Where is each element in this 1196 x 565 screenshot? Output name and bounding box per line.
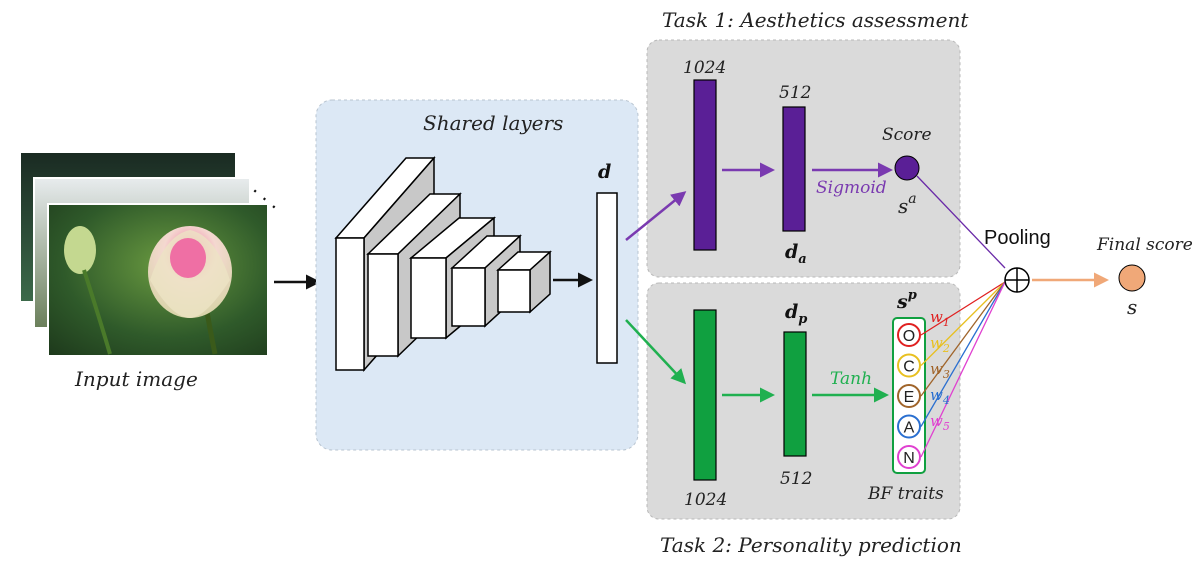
- weight-line-c: [920, 281, 1006, 366]
- weight-label-2: w2: [930, 334, 950, 355]
- weight-label-1: w1: [930, 308, 950, 329]
- trait-circle-a: [897, 414, 921, 439]
- task1-feature-label: da: [785, 241, 807, 267]
- shared-feature-label: d: [598, 161, 611, 183]
- trait-letter-a: A: [904, 420, 915, 437]
- task2-fc1: [693, 309, 717, 481]
- trait-circle-e: [897, 384, 921, 408]
- shared-layers-label: Shared layers: [423, 111, 563, 135]
- shared-feature-vector: [596, 192, 618, 364]
- trait-weights: w1 w2 w3 w4 w5: [920, 281, 1006, 458]
- cnn-block-5: [496, 250, 552, 314]
- traits-symbol: sp: [896, 288, 917, 313]
- task1-fc1: [693, 79, 717, 251]
- final-score-symbol: s: [1127, 295, 1137, 319]
- task1-activation: Sigmoid: [816, 178, 887, 198]
- final-score-node: [1118, 264, 1146, 292]
- task2-title: Task 2: Personality prediction: [660, 533, 962, 557]
- input-image-label: Input image: [74, 367, 198, 391]
- cnn-block-stack: [334, 156, 552, 372]
- line-score-to-pooling: [916, 175, 1006, 269]
- task2-fc2-units: 512: [780, 469, 812, 489]
- trait-letter-n: N: [903, 450, 915, 467]
- arrow-feature-to-task2: [625, 319, 687, 385]
- task1-fc1-units: 1024: [683, 58, 726, 78]
- task1-score-label: Score: [882, 125, 932, 145]
- input-image-stack: . . .: [19, 151, 288, 357]
- traits-label: BF traits: [867, 484, 944, 504]
- trait-letter-c: C: [903, 359, 915, 376]
- trait-circle-o: [897, 323, 921, 347]
- weight-label-4: w4: [930, 386, 950, 407]
- weight-line-n: [920, 281, 1006, 458]
- weight-label-3: w3: [930, 360, 950, 381]
- weight-label-5: w5: [930, 412, 950, 433]
- trait-circle-n: [897, 445, 921, 469]
- task1-fc2: [782, 106, 806, 232]
- weight-line-a: [920, 281, 1006, 427]
- task2-feature-label: dp: [785, 301, 807, 327]
- weight-line-e: [920, 281, 1006, 397]
- trait-letter-e: E: [904, 389, 915, 406]
- task1-fc2-units: 512: [779, 83, 811, 103]
- task2-fc2: [783, 331, 807, 457]
- task2-activation: Tanh: [830, 369, 872, 389]
- trait-circle-c: [897, 353, 921, 378]
- task1-score-symbol: sa: [898, 191, 917, 218]
- trait-letter-o: O: [903, 328, 915, 345]
- input-image-front: [47, 203, 269, 357]
- final-score-label: Final score: [1096, 235, 1193, 255]
- task2-fc1-units: 1024: [684, 490, 727, 510]
- weight-line-o: [920, 281, 1006, 336]
- aesthetic-score-node: [894, 155, 920, 181]
- arrow-feature-to-task1: [625, 191, 687, 241]
- pooling-label: Pooling: [984, 227, 1051, 249]
- task1-title: Task 1: Aesthetics assessment: [662, 8, 969, 32]
